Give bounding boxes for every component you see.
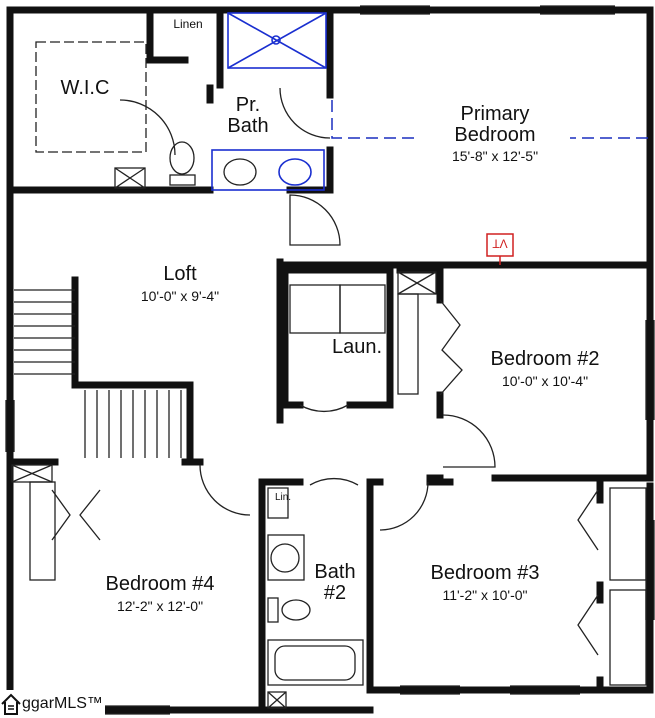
doors [51, 87, 599, 656]
watermark-text: ggarMLS™ [22, 694, 103, 712]
primary-bedroom-line1: Primary [460, 103, 530, 125]
loft-name: Loft [163, 263, 197, 285]
watermark-logo: ggarMLS™ [0, 690, 105, 718]
bedroom2-dimensions: 10'-0" x 10'-4" [501, 373, 589, 389]
bedroom4-name: Bedroom #4 [105, 573, 215, 595]
bath2-line1: Bath [314, 561, 356, 583]
primary-bath-line2: Bath [227, 115, 269, 137]
primary-bath-line1: Pr. [235, 94, 261, 116]
loft-dimensions: 10'-0" x 9'-4" [140, 288, 220, 304]
bedroom4-dimensions: 12'-2" x 12'-0" [116, 598, 204, 614]
primary-bedroom-dimensions: 15'-8" x 12'-5" [451, 148, 539, 164]
room-label-linen2: Lin. [274, 492, 292, 503]
room-label-bedroom4: Bedroom #4 12'-2" x 12'-0" [80, 574, 240, 614]
room-label-loft: Loft 10'-0" x 9'-4" [110, 264, 250, 304]
primary-bedroom-line2: Bedroom [454, 124, 536, 146]
room-label-bedroom3: Bedroom #3 11'-2" x 10'-0" [405, 563, 565, 603]
bedroom3-name: Bedroom #3 [430, 562, 540, 584]
room-label-wic: W.I.C [60, 77, 110, 99]
room-label-primary-bedroom: Primary Bedroom 15'-8" x 12'-5" [420, 104, 570, 164]
room-label-bath2: Bath #2 [305, 562, 365, 604]
bedroom2-name: Bedroom #2 [490, 348, 600, 370]
house-icon [1, 693, 21, 715]
bath2-line2: #2 [323, 582, 347, 604]
room-label-linen: Linen [173, 17, 203, 31]
room-label-laundry: Laun. [331, 336, 383, 358]
bedroom3-dimensions: 11'-2" x 10'-0" [442, 587, 528, 603]
windows [5, 5, 655, 715]
tv-marker: TV [492, 236, 508, 251]
stairs [14, 276, 194, 464]
room-label-primary-bath: Pr. Bath [218, 95, 278, 137]
room-label-bedroom2: Bedroom #2 10'-0" x 10'-4" [470, 349, 620, 389]
fixtures [169, 12, 650, 686]
